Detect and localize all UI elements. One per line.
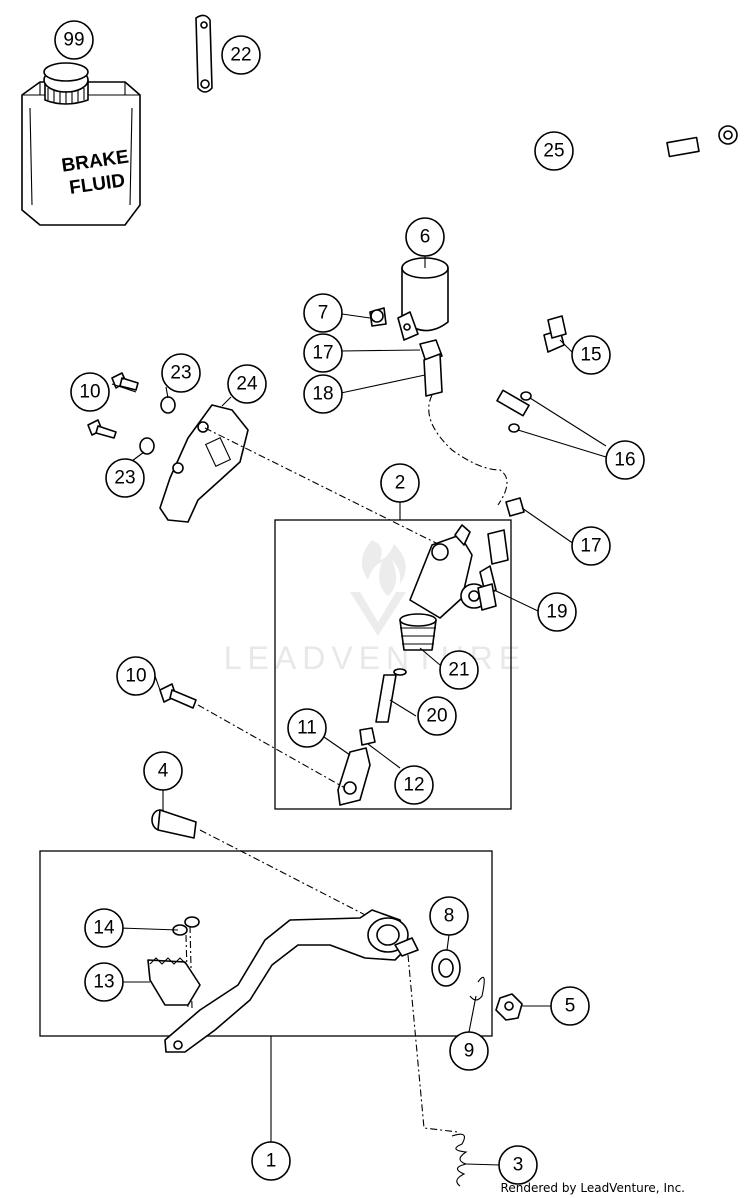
master-cylinder-kit-frame: [274, 519, 512, 810]
svg-text:8: 8: [444, 906, 455, 927]
callout-17-lower: 17: [571, 526, 611, 566]
svg-text:17: 17: [580, 536, 601, 557]
callout-14: 14: [84, 908, 124, 948]
callout-19: 19: [537, 592, 577, 632]
bearing-part-8: [431, 949, 461, 987]
circlip-part-9: [469, 976, 485, 1001]
svg-text:16: 16: [614, 450, 635, 471]
leader-lines: [111, 250, 607, 1166]
mounting-line-clevis: [197, 704, 346, 789]
svg-text:2: 2: [395, 473, 406, 494]
svg-text:4: 4: [158, 761, 169, 782]
svg-text:18: 18: [312, 384, 333, 405]
screw-part-7: [369, 307, 387, 327]
bolt-part-10-upper: [111, 372, 139, 391]
mounting-line-pivot: [199, 829, 376, 921]
master-cylinder-part-2: [409, 524, 488, 619]
callout-13: 13: [84, 962, 124, 1002]
callout-15: 15: [571, 335, 611, 375]
washer-part-16-b: [508, 423, 520, 433]
callout-24: 24: [227, 364, 267, 404]
svg-text:9: 9: [464, 1041, 475, 1062]
svg-text:23: 23: [170, 363, 191, 384]
pivot-bolt-part-4: [151, 809, 197, 839]
svg-text:20: 20: [426, 706, 447, 727]
svg-text:99: 99: [63, 30, 84, 51]
callout-3: 3: [498, 1145, 538, 1185]
callout-9: 9: [449, 1031, 489, 1071]
svg-text:6: 6: [420, 227, 431, 248]
callout-10-lower: 10: [116, 656, 156, 696]
callout-2: 2: [380, 463, 420, 503]
reservoir-hose-part-18: [428, 394, 508, 506]
bolt-part-10-middle: [87, 419, 117, 439]
bolt-part-10-lower: [159, 683, 197, 709]
callout-11: 11: [287, 708, 327, 748]
callout-18: 18: [303, 374, 343, 414]
pushrod-part-20: [375, 668, 407, 723]
svg-text:3: 3: [513, 1155, 524, 1176]
svg-text:1: 1: [266, 1151, 277, 1172]
svg-text:11: 11: [297, 718, 317, 739]
callout-25: 25: [534, 131, 574, 171]
callout-6: 6: [405, 217, 445, 257]
callout-12: 12: [394, 765, 434, 805]
callout-4: 4: [143, 751, 183, 791]
brake-pedal-assembly-frame: [39, 850, 493, 1037]
return-spring-part-3: [407, 954, 468, 1187]
svg-text:12: 12: [403, 775, 424, 796]
rendered-by-footer: Rendered by LeadVenture, Inc.: [501, 1181, 685, 1195]
svg-text:10: 10: [125, 666, 146, 687]
callout-10-upper: 10: [70, 372, 110, 412]
nut-part-5: [495, 993, 523, 1021]
svg-text:21: 21: [448, 660, 469, 681]
mounting-line-heel-guard: [204, 427, 441, 546]
svg-text:13: 13: [93, 972, 114, 993]
hose-nipple-part-19: [477, 565, 497, 611]
callout-23-upper: 23: [161, 353, 201, 393]
callout-8: 8: [429, 896, 469, 936]
svg-text:22: 22: [230, 45, 251, 66]
bushing-part-23-upper: [160, 396, 176, 414]
hose-clamp-part-17-upper: [419, 339, 443, 397]
reservoir-part-6: [397, 257, 449, 341]
svg-text:14: 14: [93, 918, 115, 939]
svg-text:23: 23: [114, 468, 135, 489]
callout-1: 1: [251, 1141, 291, 1181]
callout-16: 16: [605, 440, 645, 480]
svg-text:15: 15: [580, 345, 601, 366]
svg-text:17: 17: [312, 343, 333, 364]
callout-22: 22: [221, 35, 261, 75]
brake-line-part-25: [458, 125, 738, 429]
svg-text:24: 24: [236, 374, 258, 395]
bushing-part-23-lower: [139, 437, 155, 455]
svg-text:10: 10: [79, 382, 100, 403]
callout-20: 20: [417, 696, 457, 736]
callout-5: 5: [550, 986, 590, 1026]
callout-17-upper: 17: [303, 333, 343, 373]
callout-99: 99: [54, 20, 94, 60]
brake-pedal-part-1: [164, 909, 419, 1053]
cable-tie-part-22: [195, 14, 213, 93]
step-plate-part-13: [147, 957, 201, 1006]
callout-21: 21: [439, 650, 479, 690]
dust-boot-part-21: [399, 613, 437, 651]
hose-clamp-part-17-lower: [487, 497, 525, 565]
callout-23-lower: 23: [105, 458, 145, 498]
clevis-part-11: [337, 747, 371, 806]
brake-fluid-bottle: BRAKE FLUID: [21, 62, 141, 226]
nut-part-12: [359, 727, 376, 746]
svg-text:19: 19: [546, 602, 567, 623]
svg-text:25: 25: [543, 141, 564, 162]
svg-text:7: 7: [318, 303, 329, 324]
svg-text:5: 5: [565, 996, 576, 1017]
callout-7: 7: [303, 293, 343, 333]
watermark-text: LEADVENTURE: [224, 640, 527, 676]
washer-part-16-a: [520, 391, 532, 401]
heel-guard-part-24: [159, 404, 249, 523]
banjo-bolt-part-15: [543, 315, 567, 353]
